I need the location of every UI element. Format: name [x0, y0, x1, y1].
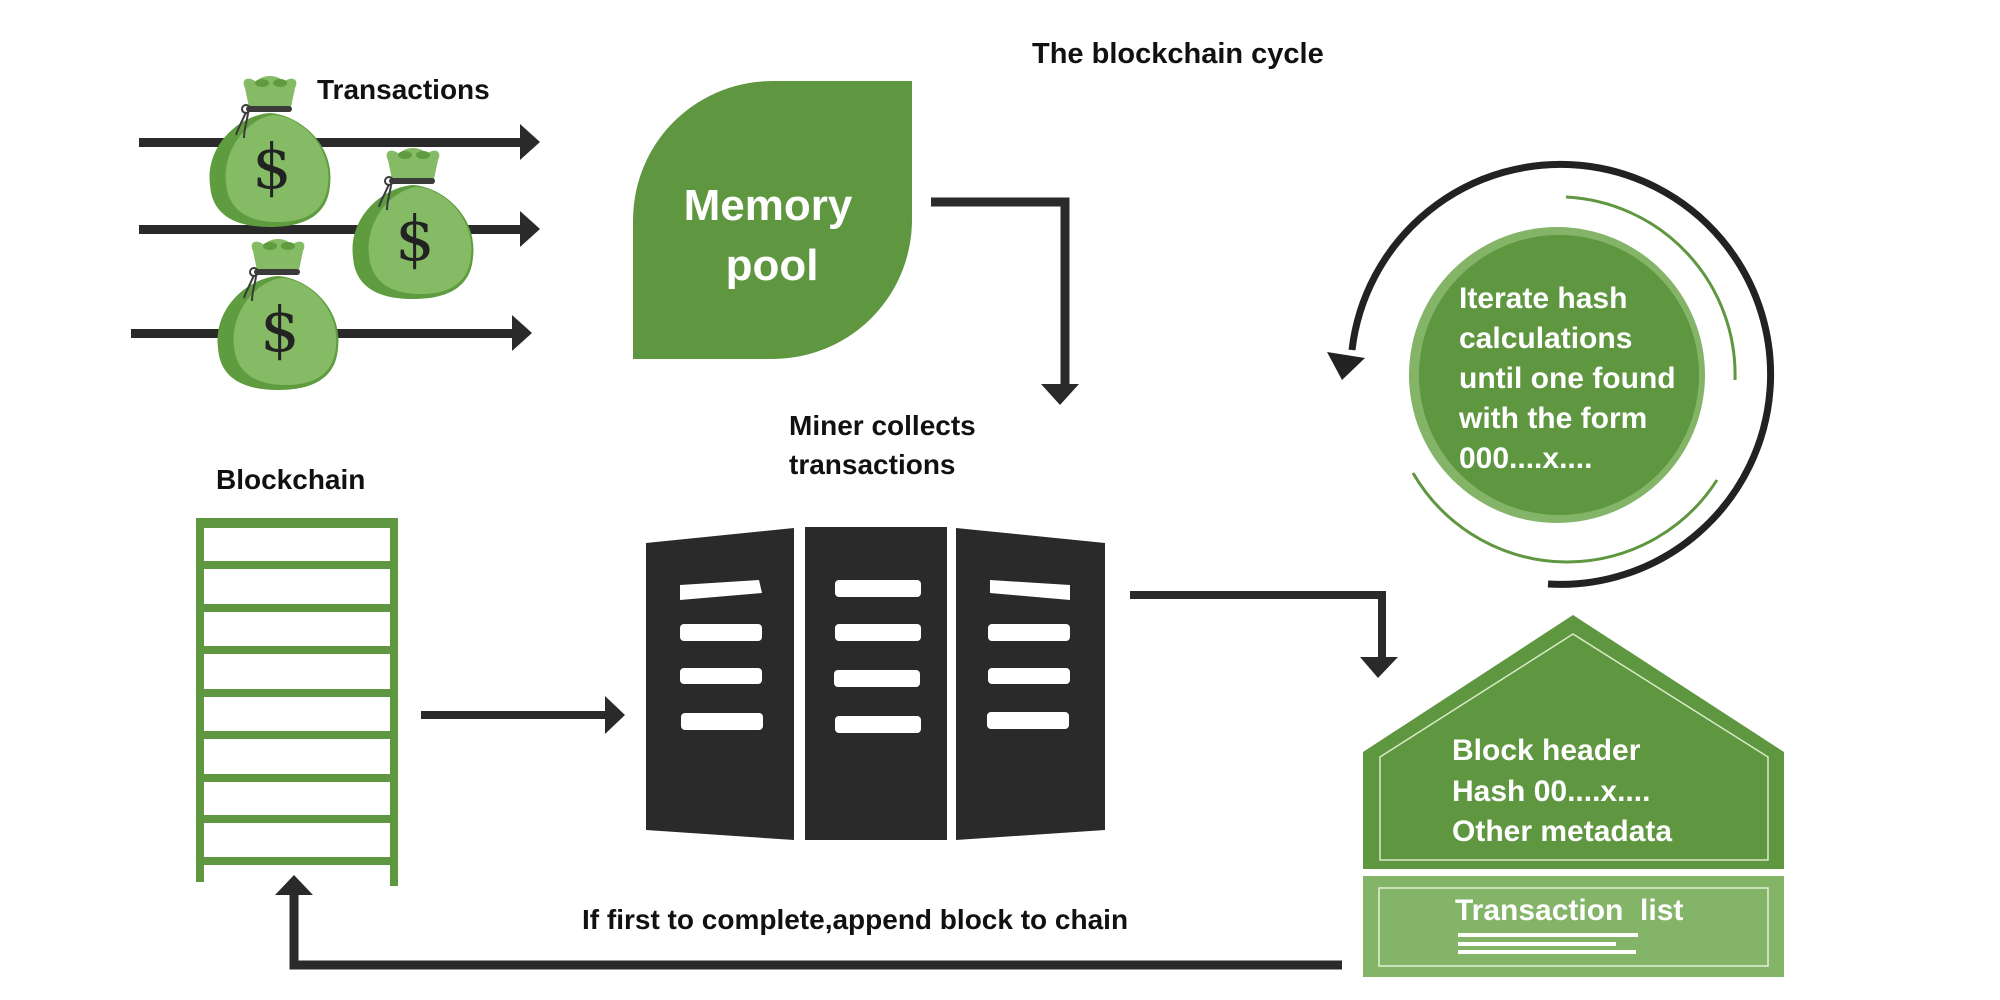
transaction-list-inner-border — [1378, 887, 1769, 967]
svg-text:$: $ — [395, 202, 434, 275]
arrow-miner-to-block — [1130, 591, 1398, 678]
svg-text:$: $ — [260, 293, 299, 366]
hash-circle — [1419, 235, 1699, 515]
block-header-inner-border — [1379, 633, 1769, 861]
transaction-list-line — [1458, 942, 1616, 946]
server-rack-icon — [646, 527, 1105, 840]
money-bag-icon: $ — [352, 148, 474, 299]
miner-label-line1: Miner collects — [789, 410, 976, 441]
hash-text-line5: 000....x.... — [1459, 442, 1592, 475]
svg-text:$: $ — [252, 130, 291, 203]
hash-text-line3: until one found — [1459, 362, 1676, 395]
transaction-arrow-2 — [139, 211, 540, 247]
transaction-list-line — [1458, 950, 1636, 954]
memory-pool-label-line1: Memory — [684, 181, 853, 230]
transaction-arrow-1 — [139, 124, 540, 160]
transaction-list-box — [1363, 876, 1784, 977]
block-header-line3: Other metadata — [1452, 815, 1672, 848]
transactions-label: Transactions — [317, 74, 490, 105]
money-bag-icon: $ — [209, 76, 331, 227]
hash-text-line1: Iterate hash — [1459, 282, 1627, 315]
inner-green-arc-top — [1565, 195, 1737, 381]
hashing-node: Iterate hash calculations until one foun… — [1327, 160, 1775, 588]
arrow-mempool-to-miner — [931, 197, 1079, 405]
memory-pool-node: Memory pool — [633, 81, 912, 359]
arrow-block-to-blockchain — [275, 875, 1342, 970]
transaction-list-line — [1458, 933, 1638, 937]
block-header-shape — [1363, 615, 1784, 869]
append-label: If first to complete,append block to cha… — [582, 904, 1128, 935]
block-header-line2: Hash 00....x.... — [1452, 775, 1650, 808]
arrow-blockchain-to-miner — [421, 696, 625, 734]
memory-pool-leaf-shape — [633, 81, 912, 359]
block-header-line1: Block header — [1452, 734, 1641, 767]
cycle-arrow-arc — [1348, 160, 1775, 588]
diagram-title: The blockchain cycle — [1032, 38, 1324, 70]
blockchain-label: Blockchain — [216, 464, 365, 495]
inner-green-arc-bottom — [1411, 472, 1719, 564]
money-bag-icon: $ — [217, 239, 339, 390]
blockchain-ladder-icon — [196, 518, 398, 886]
transaction-list-label: Transaction list — [1455, 894, 1683, 927]
block-node: Block header Hash 00....x.... Other meta… — [1363, 615, 1784, 977]
transactions-group: Transactions $ — [131, 74, 540, 390]
miner-label-line2: transactions — [789, 449, 956, 480]
hash-text-line2: calculations — [1459, 322, 1632, 355]
cycle-arrowhead — [1327, 352, 1365, 380]
memory-pool-label-line2: pool — [726, 241, 819, 290]
hash-text-line4: with the form — [1458, 402, 1647, 435]
